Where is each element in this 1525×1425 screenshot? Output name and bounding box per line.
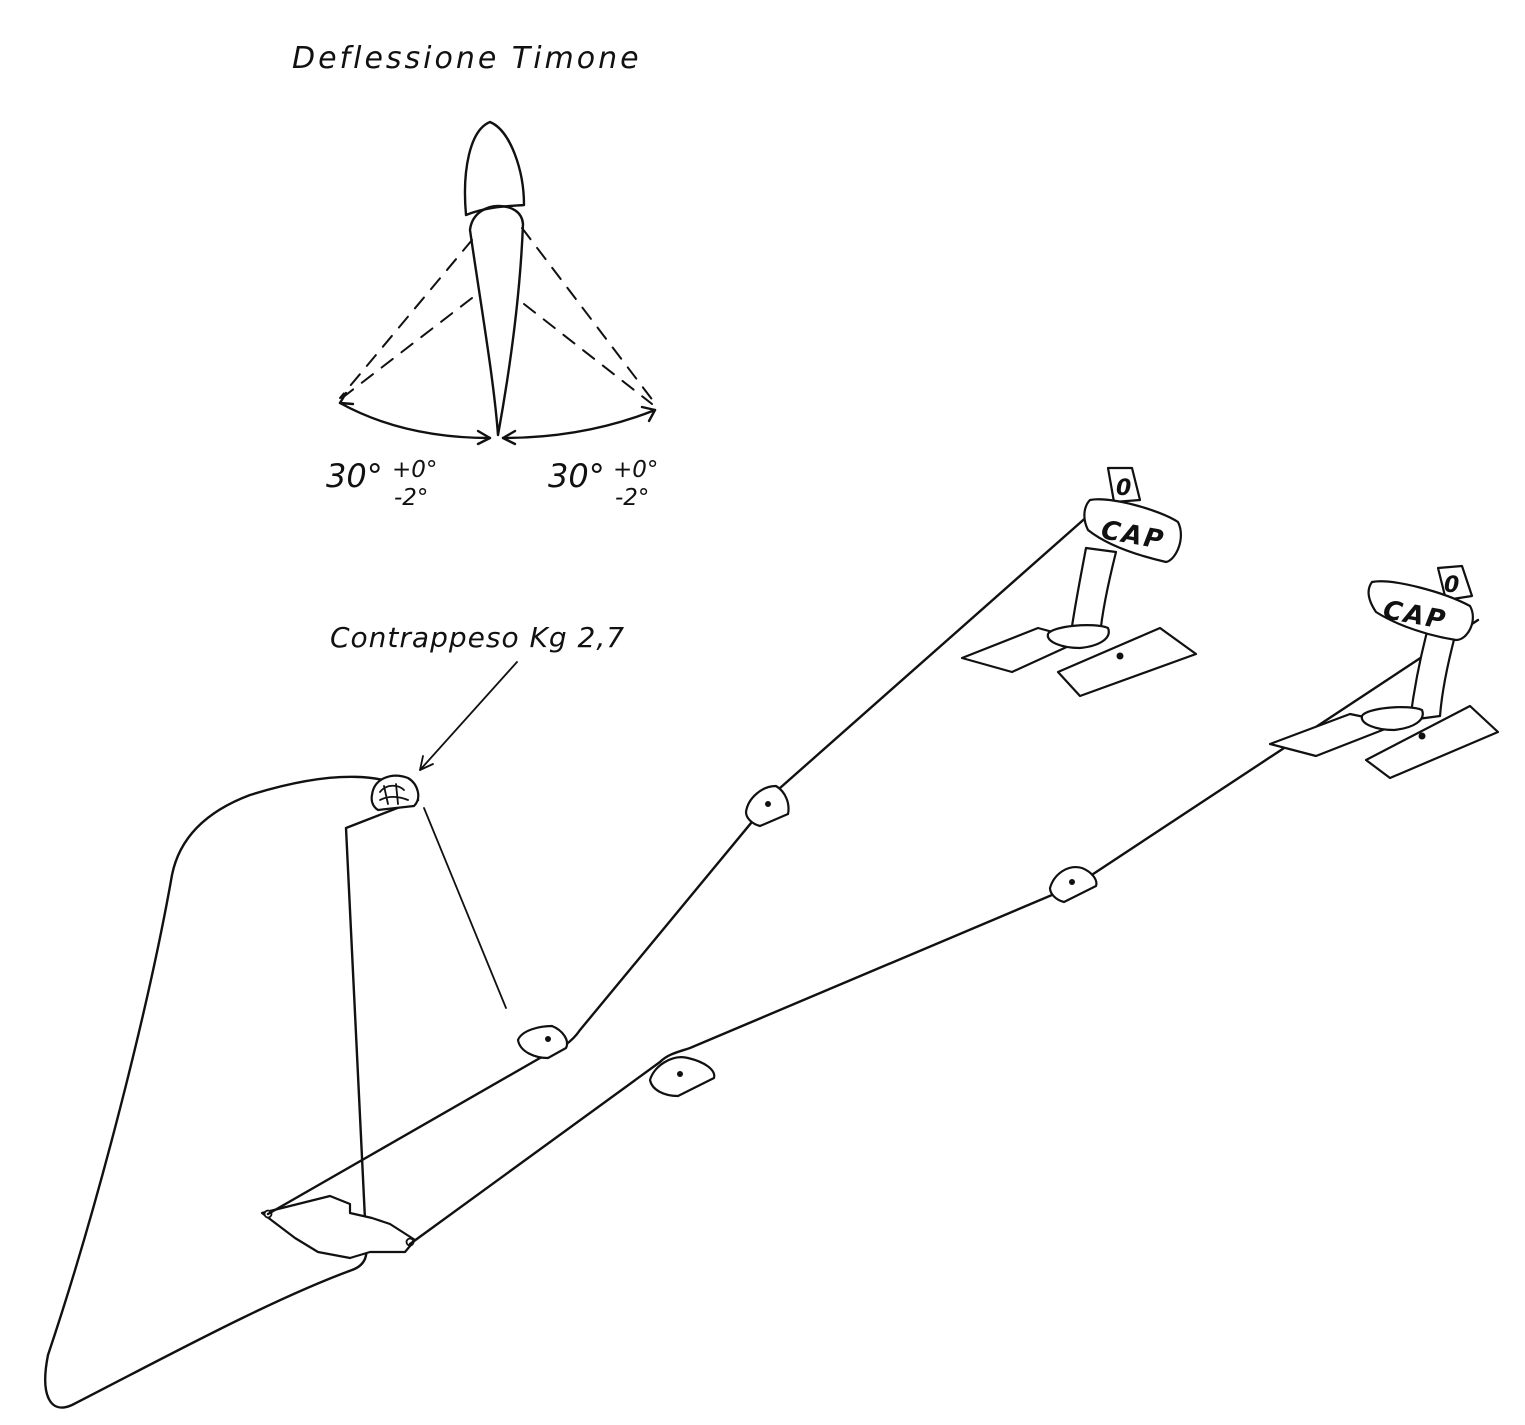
- rudder-perspective: [44, 774, 507, 1409]
- left-angle: 30°: [326, 457, 383, 495]
- right-tol-plus: +0°: [613, 457, 658, 483]
- right-deflection-inner: [523, 303, 653, 405]
- left-arrowhead-outer: [338, 391, 355, 406]
- left-tol-minus: -2°: [394, 485, 428, 511]
- pulley-rear-lower: [648, 1056, 716, 1098]
- rudder-outline: [44, 775, 420, 1409]
- left-tol-plus: +0°: [392, 457, 437, 483]
- right-arrowhead-outer: [640, 405, 657, 423]
- counterweight-label: Contrappeso Kg 2,7: [330, 621, 625, 654]
- right-deflection-arc: [501, 408, 657, 440]
- pulley-mid-upper: [744, 784, 790, 828]
- diagram-title: Deflessione Timone: [292, 41, 642, 76]
- fin-section: [463, 120, 526, 217]
- pedal-right-plate: [1367, 580, 1474, 642]
- pedal-left-footplate: [1056, 626, 1198, 698]
- rudder-pedal-right: 0 CAP: [1268, 564, 1500, 780]
- counterweight: [370, 774, 420, 812]
- pedal-right-hub: [1360, 706, 1424, 732]
- left-arrowhead-inner: [476, 429, 492, 446]
- right-deflection-outer: [521, 227, 655, 403]
- pedal-right-tag: [1436, 564, 1474, 602]
- pedal-left-plate: [1083, 498, 1183, 564]
- rudder-section: [468, 204, 525, 437]
- pedal-left-hub: [1046, 624, 1110, 650]
- pulley-rear-upper: [516, 1024, 569, 1060]
- rudder-bellcrank: [260, 1194, 417, 1260]
- left-deflection-arc: [338, 401, 492, 440]
- pedal-left-tag-text: 0: [1116, 476, 1131, 501]
- left-deflection-outer: [339, 239, 473, 399]
- pulley-mid-lower: [1048, 866, 1098, 904]
- horn-link: [423, 807, 507, 1009]
- rudder-top-view: [338, 120, 657, 446]
- counterweight-pointer-arrow: [419, 661, 518, 771]
- upper-control-cable: [266, 512, 1092, 1216]
- right-tol-minus: -2°: [615, 485, 649, 511]
- pedal-right-footplate: [1364, 704, 1500, 780]
- right-deflection-label: 30° +0° -2°: [548, 457, 658, 511]
- pedal-right-tag-text: 0: [1444, 573, 1459, 598]
- lower-control-cable: [408, 618, 1480, 1246]
- right-angle: 30°: [548, 457, 605, 495]
- left-deflection-label: 30° +0° -2°: [326, 457, 437, 511]
- right-arrowhead-inner: [501, 429, 517, 446]
- rudder-pedal-left: 0 CAP: [960, 466, 1198, 698]
- left-deflection-inner: [341, 297, 473, 399]
- pedal-left-tag: [1106, 466, 1142, 504]
- pedal-right-arm: [1408, 626, 1458, 722]
